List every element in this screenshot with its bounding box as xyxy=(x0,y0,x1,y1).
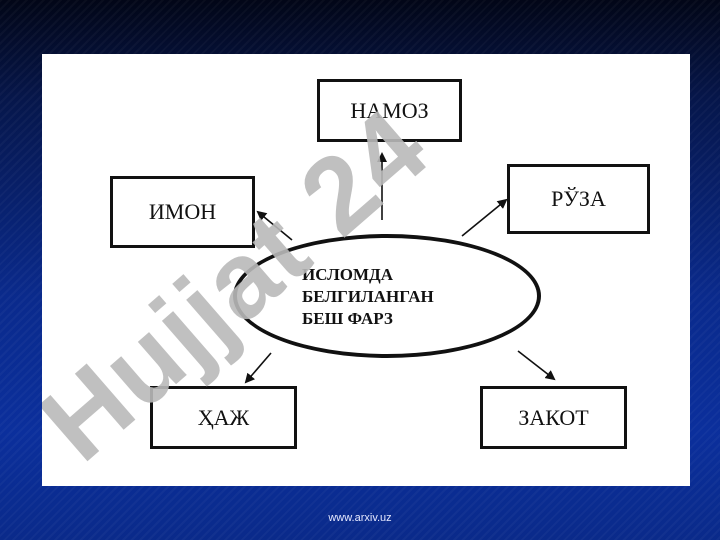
node-haj-label: ҲАЖ xyxy=(197,404,250,430)
node-imon: ИМОН xyxy=(110,176,255,248)
arrow-to-imon xyxy=(256,210,293,241)
center-ellipse xyxy=(233,234,541,358)
center-label-line-1: ИСЛОМДА xyxy=(302,265,393,284)
arrow-to-haj xyxy=(244,352,272,384)
center-label: ИСЛОМДА БЕЛГИЛАНГАН БЕШ ФАРЗ xyxy=(302,264,462,330)
node-imon-label: ИМОН xyxy=(148,199,217,224)
center-label-line-2: БЕЛГИЛАНГАН xyxy=(302,287,434,306)
node-ruza-label: РЎЗА xyxy=(551,186,606,211)
node-zakot: ЗАКОТ xyxy=(480,386,627,449)
center-label-line-3: БЕШ ФАРЗ xyxy=(302,309,393,328)
footer-source: www.arxiv.uz xyxy=(328,512,392,524)
connector-arrows xyxy=(244,152,556,384)
node-namoz-label: НАМОЗ xyxy=(350,97,429,123)
node-zakot-label: ЗАКОТ xyxy=(518,404,589,430)
node-haj: ҲАЖ xyxy=(150,386,297,449)
arrow-to-zakot xyxy=(517,350,556,381)
node-ruza: РЎЗА xyxy=(507,164,650,234)
node-namoz: НАМОЗ xyxy=(317,79,462,142)
diagram-panel: НАМОЗ ИМОН РЎЗА ҲАЖ ЗАКОТ ИСЛОМДА БЕЛГИЛ… xyxy=(42,54,690,486)
arrow-to-ruza xyxy=(461,198,508,237)
